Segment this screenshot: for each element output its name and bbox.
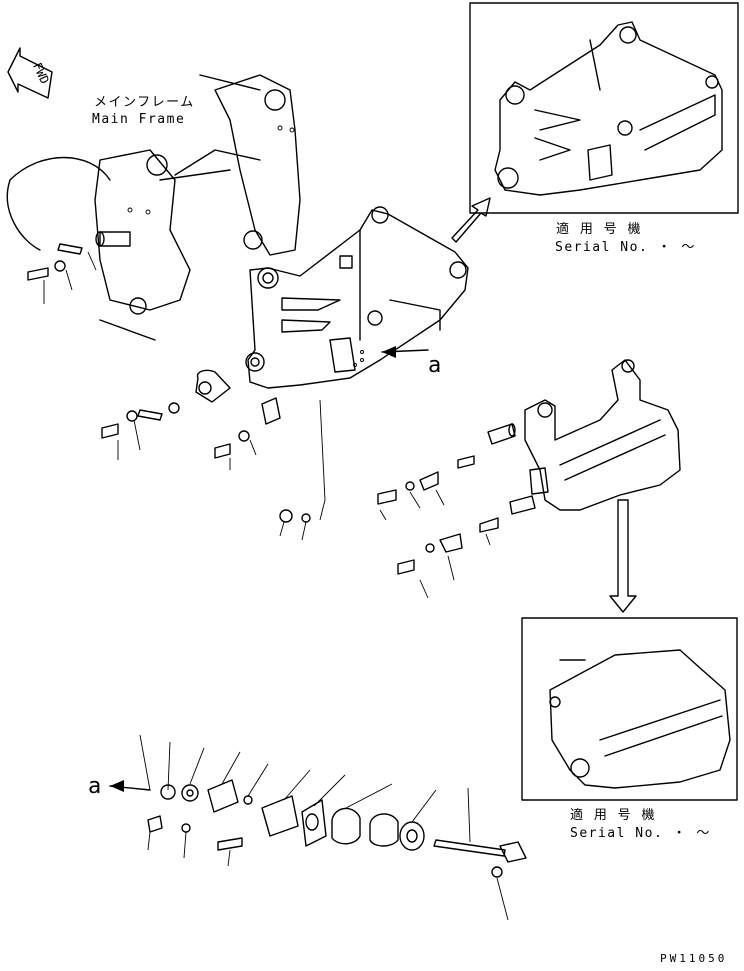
counterweight-bracket [245,206,469,389]
callout-a-bottom-label: a [88,774,101,799]
bracket-hardware [101,369,326,541]
main-frame-label-en: Main Frame [92,112,185,127]
arrow-to-inset-top [451,197,491,243]
serial-label-jp-bottom: 適 用 号 機 [570,807,656,823]
serial-label-en-top: Serial No. ・ ～ [555,240,696,255]
callout-a-top: a [381,346,441,378]
callout-a-bottom: a [88,774,151,799]
pin-assembly [27,231,131,304]
main-frame-label-jp: メインフレーム [94,95,195,110]
inset-top-right [469,2,739,214]
lamp-assembly-parts [139,734,527,921]
serial-label-jp-top: 適 用 号 機 [556,221,642,237]
drawing-code: PW11050 [660,952,727,965]
main-frame [6,74,301,341]
callout-a-top-label: a [428,353,441,378]
counterweight [524,359,681,511]
serial-label-en-bottom: Serial No. ・ ～ [570,826,711,841]
fwd-arrow-icon: FWD [7,47,53,99]
counterweight-hardware [377,423,536,599]
inset-bottom-right [521,617,738,801]
arrow-to-inset-bottom [609,499,637,613]
